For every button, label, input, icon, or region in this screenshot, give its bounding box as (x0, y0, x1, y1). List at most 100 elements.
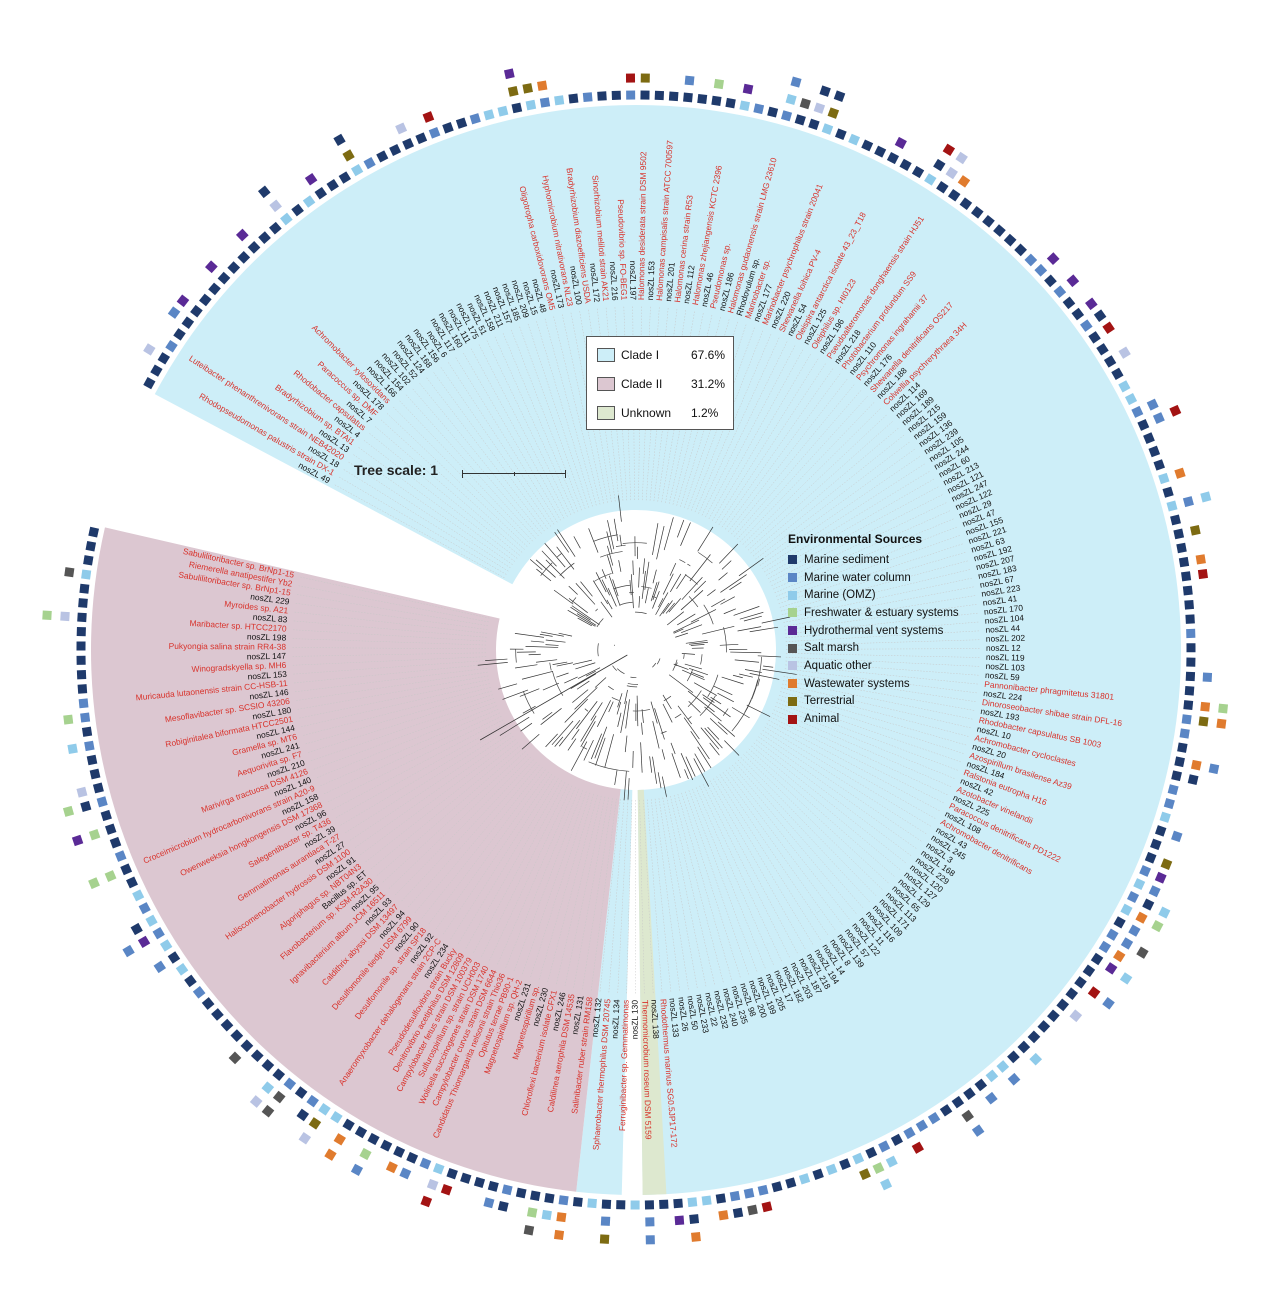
leaf-guide (785, 664, 980, 685)
tree-branch (684, 663, 702, 670)
tree-branch (685, 640, 708, 644)
leaf-guide (785, 648, 981, 650)
environment-square (812, 1168, 824, 1180)
tree-internal-branch (687, 563, 691, 567)
environment-square (1126, 890, 1140, 904)
tree-branch (558, 719, 581, 747)
tree-branch (619, 534, 622, 547)
environment-square (88, 526, 100, 538)
environment-square (138, 902, 151, 915)
tree-branch (642, 558, 645, 574)
tree-branch (514, 633, 544, 638)
environment-square (389, 143, 402, 157)
tree-branch (539, 633, 553, 637)
environment-square (86, 754, 98, 766)
tree-branch (734, 659, 760, 663)
reference-species-label: Ferruginibacter sp. Gemmatimonas (617, 1000, 631, 1131)
environment-square (1046, 252, 1060, 266)
leaf-guide (398, 399, 533, 542)
tree-branch (713, 685, 733, 696)
nosz-leaf-label: nosZL 119 (986, 652, 1025, 663)
environment-square (176, 294, 190, 308)
environment-square (852, 1152, 865, 1165)
tree-internal-branch (675, 662, 678, 666)
environment-square (302, 195, 316, 208)
clade-swatch (597, 406, 615, 420)
environment-square (440, 1183, 453, 1196)
tree-internal-branch (552, 671, 564, 696)
tree-branch (594, 726, 608, 759)
environment-square (683, 92, 693, 103)
environment-legend-item: Marine water column (788, 569, 959, 587)
environment-legend-item: Terrestrial (788, 693, 959, 711)
nosz-leaf-label: nosZL 12 (986, 643, 1021, 653)
leaf-guide (406, 762, 537, 909)
tree-branch (689, 641, 709, 645)
leaf-guide (418, 381, 542, 534)
tree-internal-branch (630, 676, 637, 679)
environment-square (175, 963, 189, 976)
leaf-guide (581, 798, 613, 991)
environment-square (79, 583, 90, 594)
tree-branch (680, 522, 691, 546)
tree-branch (641, 722, 643, 735)
tree-branch (588, 528, 599, 553)
environment-square (630, 1200, 640, 1210)
environment-square (530, 1190, 541, 1202)
nosz-leaf-label: nosZL 201 (663, 262, 677, 302)
environment-square (947, 189, 961, 202)
environment-square (268, 221, 282, 235)
environment-square (691, 1232, 701, 1242)
tree-branch (746, 704, 771, 717)
environment-square (143, 377, 156, 390)
environment-square (821, 123, 834, 135)
environment-square (184, 974, 197, 988)
tree-internal-branch (699, 695, 716, 716)
nosz-leaf-label: nosZL 197 (628, 261, 638, 301)
environment-square (687, 1197, 698, 1208)
leaf-guide (715, 357, 820, 523)
tree-branch (668, 598, 682, 613)
tree-branch (682, 669, 705, 681)
leaf-guide (695, 787, 775, 967)
tree-branch (528, 653, 541, 656)
tree-internal-branch (582, 746, 588, 750)
leaf-guide (770, 716, 946, 804)
leaf-guide (347, 460, 511, 569)
environment-square (62, 805, 75, 817)
tree-branch (717, 721, 736, 737)
environment-square (497, 1200, 509, 1212)
environment-square (511, 102, 523, 114)
environment-label: Animal (804, 713, 840, 726)
environment-square (582, 92, 593, 102)
environment-square (963, 1087, 976, 1100)
environment-square (757, 1184, 769, 1196)
environment-square (933, 158, 946, 172)
environment-square (92, 782, 104, 794)
environment-square (326, 178, 339, 192)
tree-branch (652, 590, 660, 609)
environment-square (272, 1068, 286, 1082)
environment-square (173, 328, 186, 341)
leaf-guide (553, 315, 601, 505)
tree-branch (685, 756, 696, 777)
environment-square (1153, 459, 1165, 471)
environment-label: Marine water column (804, 571, 911, 584)
leaf-guide (701, 340, 789, 516)
environment-square (718, 1210, 729, 1221)
environment-square (1113, 916, 1126, 929)
tree-branch (576, 701, 598, 730)
environment-square (1137, 419, 1150, 431)
leaf-guide (650, 799, 672, 994)
tree-branch (600, 601, 613, 618)
environment-square (982, 214, 995, 228)
leaf-guide (608, 799, 625, 994)
leaf-guide (740, 757, 878, 897)
leaf-guide (544, 317, 597, 506)
environment-square (537, 80, 548, 91)
tree-internal-branch (672, 659, 678, 671)
leaf-guide (326, 716, 502, 803)
nosz-leaf-label: nosZL 130 (630, 1000, 640, 1040)
nosz-leaf-label: nosZL 198 (247, 631, 287, 642)
